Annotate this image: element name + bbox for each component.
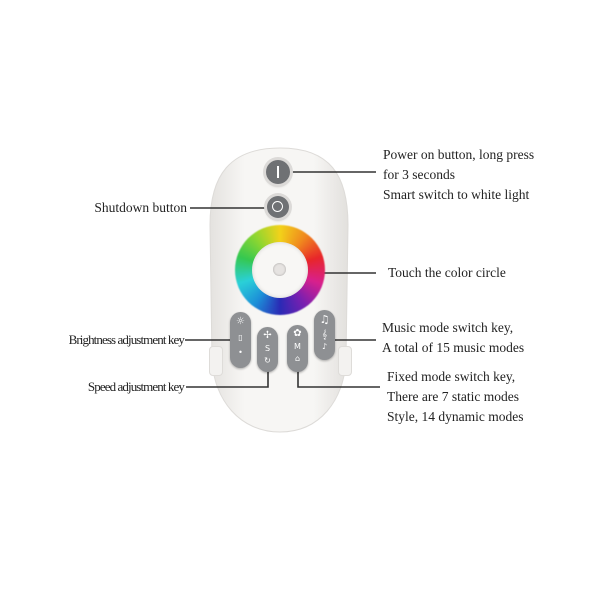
brightness-label: Brightness adjustment key — [68, 332, 185, 347]
dot-icon: • — [238, 348, 243, 357]
power-label-line: Smart switch to white light — [383, 187, 530, 202]
power-button-label: Power on button, long press for 3 second… — [383, 145, 534, 205]
music-label-line: A total of 15 music modes — [382, 340, 525, 355]
brightness-key[interactable]: ☼ ▯ • — [230, 312, 251, 368]
fixed-mode-key[interactable]: ✿ M ⌂ — [287, 325, 308, 372]
power-label-line: for 3 seconds — [383, 167, 455, 182]
white-light-touch-point[interactable] — [273, 263, 286, 276]
fixed-label-line: Style, 14 dynamic modes — [387, 409, 524, 424]
leader-lines — [185, 171, 380, 388]
speed-letter: S — [264, 344, 271, 353]
brightness-bar-icon: ▯ — [238, 333, 243, 342]
fixed-label-line: There are 7 static modes — [387, 389, 519, 404]
speed-label: Speed adjustment key — [87, 379, 185, 394]
music-note-icon: ♫ — [319, 313, 330, 326]
music-mode-key[interactable]: ♫ 𝄞 ♪ — [314, 310, 335, 360]
side-clip-left — [209, 346, 223, 376]
fixed-leader-line — [297, 368, 380, 388]
power-off-circle-icon — [272, 201, 283, 212]
mode-icon: ⌂ — [294, 354, 301, 363]
flower-icon: ✿ — [293, 328, 302, 339]
mode-letter: M — [294, 342, 301, 351]
shutdown-button[interactable] — [267, 196, 289, 218]
fan-icon: ✢ — [263, 330, 272, 341]
note-icon: ♪ — [321, 342, 328, 351]
power-line-icon — [277, 166, 279, 178]
refresh-icon: ↻ — [264, 356, 271, 365]
fixed-mode-label: Fixed mode switch key, There are 7 stati… — [387, 367, 523, 427]
treble-clef-icon: 𝄞 — [321, 330, 328, 340]
music-label: Music mode switch key, A total of 15 mus… — [382, 318, 524, 358]
speed-leader-line — [186, 368, 269, 388]
sun-icon: ☼ — [236, 316, 245, 327]
music-label-line: Music mode switch key, — [382, 320, 514, 335]
color-circle-label: Touch the color circle — [388, 265, 506, 280]
side-clip-right — [338, 346, 352, 376]
speed-key[interactable]: ✢ S ↻ — [257, 327, 278, 372]
power-label-line: Power on button, long press — [383, 147, 535, 162]
fixed-label-line: Fixed mode switch key, — [387, 369, 516, 384]
power-on-button[interactable] — [266, 160, 290, 184]
shutdown-label: Shutdown button — [94, 200, 187, 215]
